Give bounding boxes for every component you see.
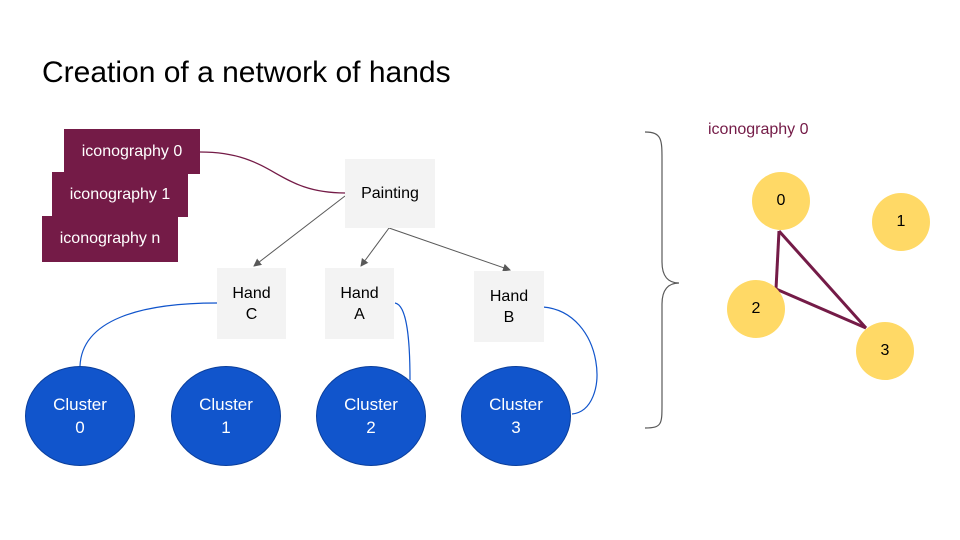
hand-c-box: Hand C: [217, 268, 286, 339]
cluster-id: 2: [366, 418, 376, 437]
painting-label: Painting: [361, 185, 419, 202]
graph-node-label: 0: [776, 192, 786, 209]
iconography-card-label: iconography 0: [81, 142, 183, 160]
hand-label: Hand: [489, 287, 529, 305]
graph-node-0: 0: [752, 172, 810, 230]
graph-edge-2-3: [775, 287, 867, 330]
graph-node-label: 3: [880, 342, 890, 359]
cluster-3: Cluster 3: [461, 366, 571, 466]
hand-label: Hand: [232, 284, 271, 302]
cluster-id: 1: [221, 418, 231, 437]
iconography-card-1: iconography 1: [52, 172, 188, 217]
graph-node-label: 2: [751, 300, 761, 317]
cluster-id: 0: [75, 418, 85, 437]
slide-title: Creation of a network of hands: [42, 56, 451, 89]
cluster-label: Cluster: [489, 395, 543, 414]
curly-brace: [644, 131, 680, 429]
iconography-to-painting-connector: [199, 151, 346, 194]
cluster-1: Cluster 1: [171, 366, 281, 466]
iconography-card-label: iconography 1: [69, 185, 171, 203]
iconography-card-label: iconography n: [59, 230, 161, 247]
graph-edge-0-3: [777, 229, 868, 330]
iconography-card-n: iconography n: [42, 216, 178, 262]
cluster-label: Cluster: [53, 395, 107, 414]
hand-c-to-cluster-0-connector: [79, 302, 218, 367]
graph-node-3: 3: [856, 322, 914, 380]
graph-edge-0-2: [774, 230, 781, 290]
arrow-painting-to-hand-a: [360, 227, 390, 267]
arrow-painting-to-hand-c: [253, 195, 346, 267]
hand-b-to-cluster-3-connector: [542, 306, 598, 415]
hand-label: Hand: [340, 284, 379, 302]
hand-id: B: [503, 308, 515, 326]
hand-a-to-cluster-2-connector: [394, 302, 411, 381]
cluster-label: Cluster: [344, 395, 398, 414]
cluster-label: Cluster: [199, 395, 253, 414]
hand-id: C: [245, 305, 258, 323]
painting-box: Painting: [345, 159, 435, 228]
hand-id: A: [354, 305, 365, 323]
graph-node-label: 1: [896, 213, 906, 230]
graph-label: iconography 0: [708, 121, 809, 138]
graph-node-1: 1: [872, 193, 930, 251]
iconography-card-0: iconography 0: [64, 129, 200, 174]
hand-b-box: Hand B: [474, 271, 544, 342]
cluster-2: Cluster 2: [316, 366, 426, 466]
cluster-0: Cluster 0: [25, 366, 135, 466]
hand-a-box: Hand A: [325, 268, 394, 339]
cluster-id: 3: [511, 418, 521, 437]
arrow-painting-to-hand-b: [388, 227, 511, 272]
graph-node-2: 2: [727, 280, 785, 338]
